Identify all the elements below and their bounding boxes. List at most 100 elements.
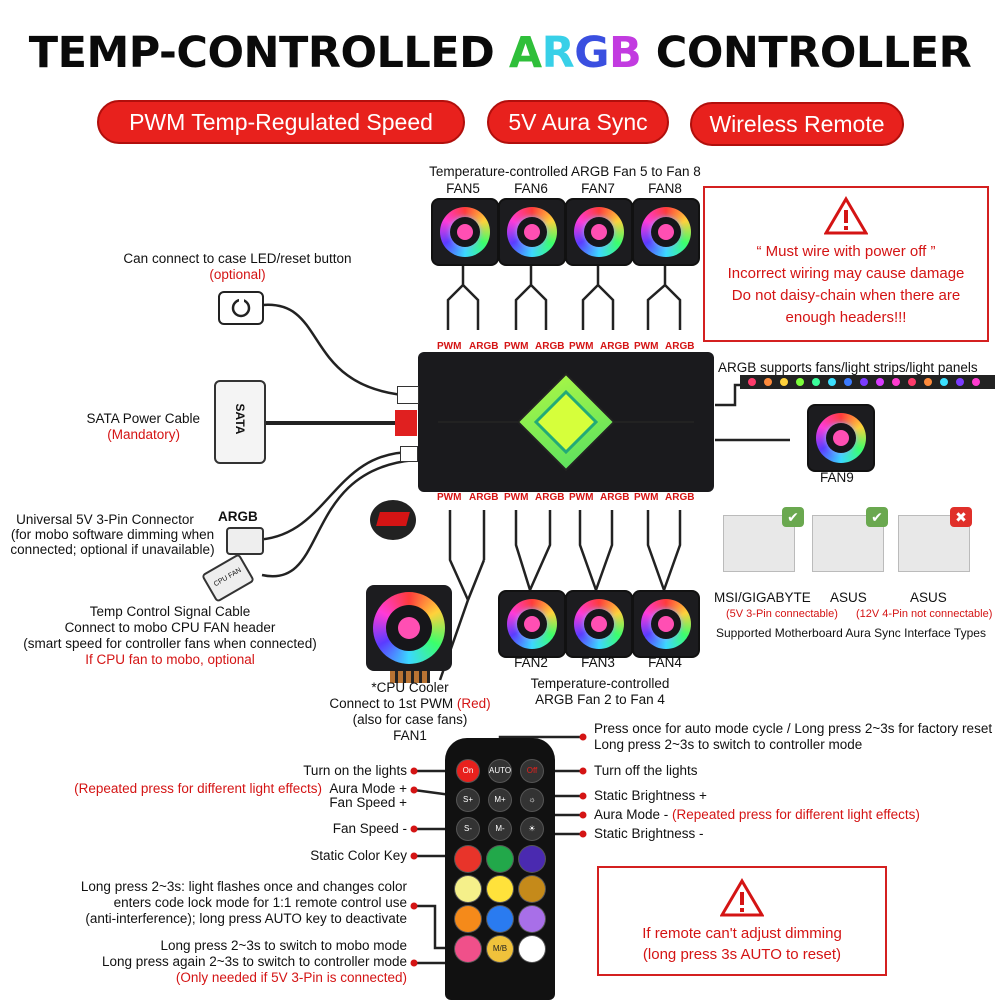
warning-line-3: Do not daisy-chain when there are — [731, 287, 961, 304]
port-label: PWM — [634, 492, 659, 503]
color-key-blue[interactable] — [487, 906, 513, 932]
sata-cable-note: (Mandatory) — [107, 427, 180, 442]
port-label: PWM — [504, 341, 529, 352]
reset-port — [397, 386, 419, 404]
fan5-icon — [433, 200, 497, 264]
warning-line-4: enough headers!!! — [785, 309, 907, 326]
speed-up-key[interactable]: S+ — [457, 789, 479, 811]
port-label: ARGB — [665, 492, 695, 503]
wireless-remote-badge: Wireless Remote — [690, 102, 904, 146]
mobo-switch-key[interactable]: M/B — [487, 936, 513, 962]
lock-mode-line2: enters code lock mode for 1:1 remote con… — [113, 895, 407, 910]
mobo-msi-note: (5V 3-Pin connectable) — [726, 608, 838, 620]
bottom-fans-caption2: ARGB Fan 2 to Fan 4 — [535, 692, 665, 707]
warning-triangle-icon — [719, 878, 765, 917]
fan9-label: FAN9 — [820, 470, 854, 485]
brightness-plus-label: Static Brightness + — [594, 788, 707, 803]
argb-tag: ARGB — [218, 509, 258, 524]
mobo-mode-note: (Only needed if 5V 3-Pin is connected) — [175, 970, 407, 985]
fan8-label: FAN8 — [648, 181, 682, 196]
fan6-icon — [500, 200, 564, 264]
fan9-icon — [809, 406, 873, 470]
color-key-orange[interactable] — [455, 906, 481, 932]
color-key-amber[interactable] — [519, 876, 545, 902]
mode-up-key[interactable]: M+ — [489, 789, 511, 811]
brightness-minus-label: Static Brightness - — [594, 826, 704, 841]
argb-strip-label: ARGB supports fans/light strips/light pa… — [718, 360, 978, 375]
check-icon: ✔ — [866, 507, 888, 527]
cpu-cooler-line2: Connect to 1st PWM (Red) — [329, 696, 491, 711]
brand-chip-logo — [370, 500, 416, 540]
static-color-key-label: Static Color Key — [310, 848, 407, 863]
mobo-caption: Supported Motherboard Aura Sync Interfac… — [716, 626, 986, 640]
aura-sync-badge: 5V Aura Sync — [487, 100, 669, 144]
fan5-label: FAN5 — [446, 181, 480, 196]
pwm-speed-badge: PWM Temp-Regulated Speed — [97, 100, 465, 144]
lock-mode-line3: (anti-interference); long press AUTO key… — [85, 911, 407, 926]
temp-cable-line1: Temp Control Signal Cable — [89, 604, 251, 619]
color-key-pink[interactable] — [455, 936, 481, 962]
cpu-cooler-line1: *CPU Cooler — [371, 680, 449, 695]
mode-down-key[interactable]: M- — [489, 818, 511, 840]
mobo-asus-label: ASUS — [830, 590, 867, 605]
port-label: ARGB — [535, 341, 565, 352]
brightness-down-key[interactable]: ☀ — [521, 818, 543, 840]
color-key-lightyellow[interactable] — [455, 876, 481, 902]
mobo-header-msi — [723, 515, 795, 572]
cpu-cooler-line3: (also for case fans) — [352, 712, 468, 727]
auto-key-label-1: Press once for auto mode cycle / Long pr… — [594, 721, 993, 736]
check-icon: ✔ — [782, 507, 804, 527]
color-key-red[interactable] — [455, 846, 481, 872]
led-reset-note: (optional) — [209, 267, 266, 282]
temp-cable-line2: Connect to mobo CPU FAN header — [64, 620, 276, 635]
fan7-label: FAN7 — [581, 181, 615, 196]
mobo-asus12v-label: ASUS — [910, 590, 947, 605]
wiring-warning-box: “ Must wire with power off ” Incorrect w… — [703, 186, 989, 342]
port-label: ARGB — [600, 492, 630, 503]
port-label: ARGB — [600, 341, 630, 352]
port-label: ARGB — [535, 492, 565, 503]
repeat-press-note-left: (Repeated press for different light effe… — [74, 781, 322, 796]
cross-icon: ✖ — [950, 507, 972, 527]
port-label: PWM — [504, 492, 529, 503]
argb-3pin-plug-icon — [226, 527, 264, 555]
brightness-up-key[interactable]: ☼ — [521, 789, 543, 811]
reset-button-plug — [218, 291, 264, 325]
off-key[interactable]: Off — [521, 760, 543, 782]
sata-port — [395, 410, 417, 436]
mobo-asus12v-note: (12V 4-Pin not connectable) — [856, 608, 993, 620]
dimming-warning-box: If remote can't adjust dimming (long pre… — [597, 866, 887, 976]
fan-speed-minus-label: Fan Speed - — [332, 821, 407, 836]
port-label: ARGB — [469, 341, 499, 352]
port-label: PWM — [569, 492, 594, 503]
speed-down-key[interactable]: S- — [457, 818, 479, 840]
fan-speed-plus-label: Fan Speed + — [329, 795, 407, 810]
fan4-label: FAN4 — [648, 655, 682, 670]
port-label: PWM — [569, 341, 594, 352]
fan3-label: FAN3 — [581, 655, 615, 670]
top-fans-caption: Temperature-controlled ARGB Fan 5 to Fan… — [429, 164, 701, 179]
mobo-msi-label: MSI/GIGABYTE — [714, 590, 811, 605]
port-label: ARGB — [469, 492, 499, 503]
on-key[interactable]: On — [457, 760, 479, 782]
fan3-icon — [567, 592, 631, 656]
lock-mode-line1: Long press 2~3s: light flashes once and … — [80, 879, 407, 894]
auto-key-label-2: Long press 2~3s to switch to controller … — [594, 737, 863, 752]
fan4-icon — [634, 592, 698, 656]
fan7-icon — [567, 200, 631, 264]
color-key-purple[interactable] — [519, 846, 545, 872]
sata-cable-label: SATA Power Cable — [86, 411, 200, 426]
auto-key[interactable]: AUTO — [489, 760, 511, 782]
controller-hub — [418, 352, 714, 492]
sata-plug-label: SATA — [233, 403, 247, 435]
turn-off-label: Turn off the lights — [594, 763, 698, 778]
turn-on-label: Turn on the lights — [303, 763, 407, 778]
color-key-yellow[interactable] — [487, 876, 513, 902]
color-key-lavender[interactable] — [519, 906, 545, 932]
color-key-green[interactable] — [487, 846, 513, 872]
pwm-input-port — [400, 446, 418, 462]
universal-connector-line1: Universal 5V 3-Pin Connector — [16, 512, 194, 527]
universal-connector-line3: connected; optional if unavailable) — [10, 542, 215, 557]
dimming-warning-line1: If remote can't adjust dimming — [642, 925, 842, 942]
color-key-white[interactable] — [519, 936, 545, 962]
